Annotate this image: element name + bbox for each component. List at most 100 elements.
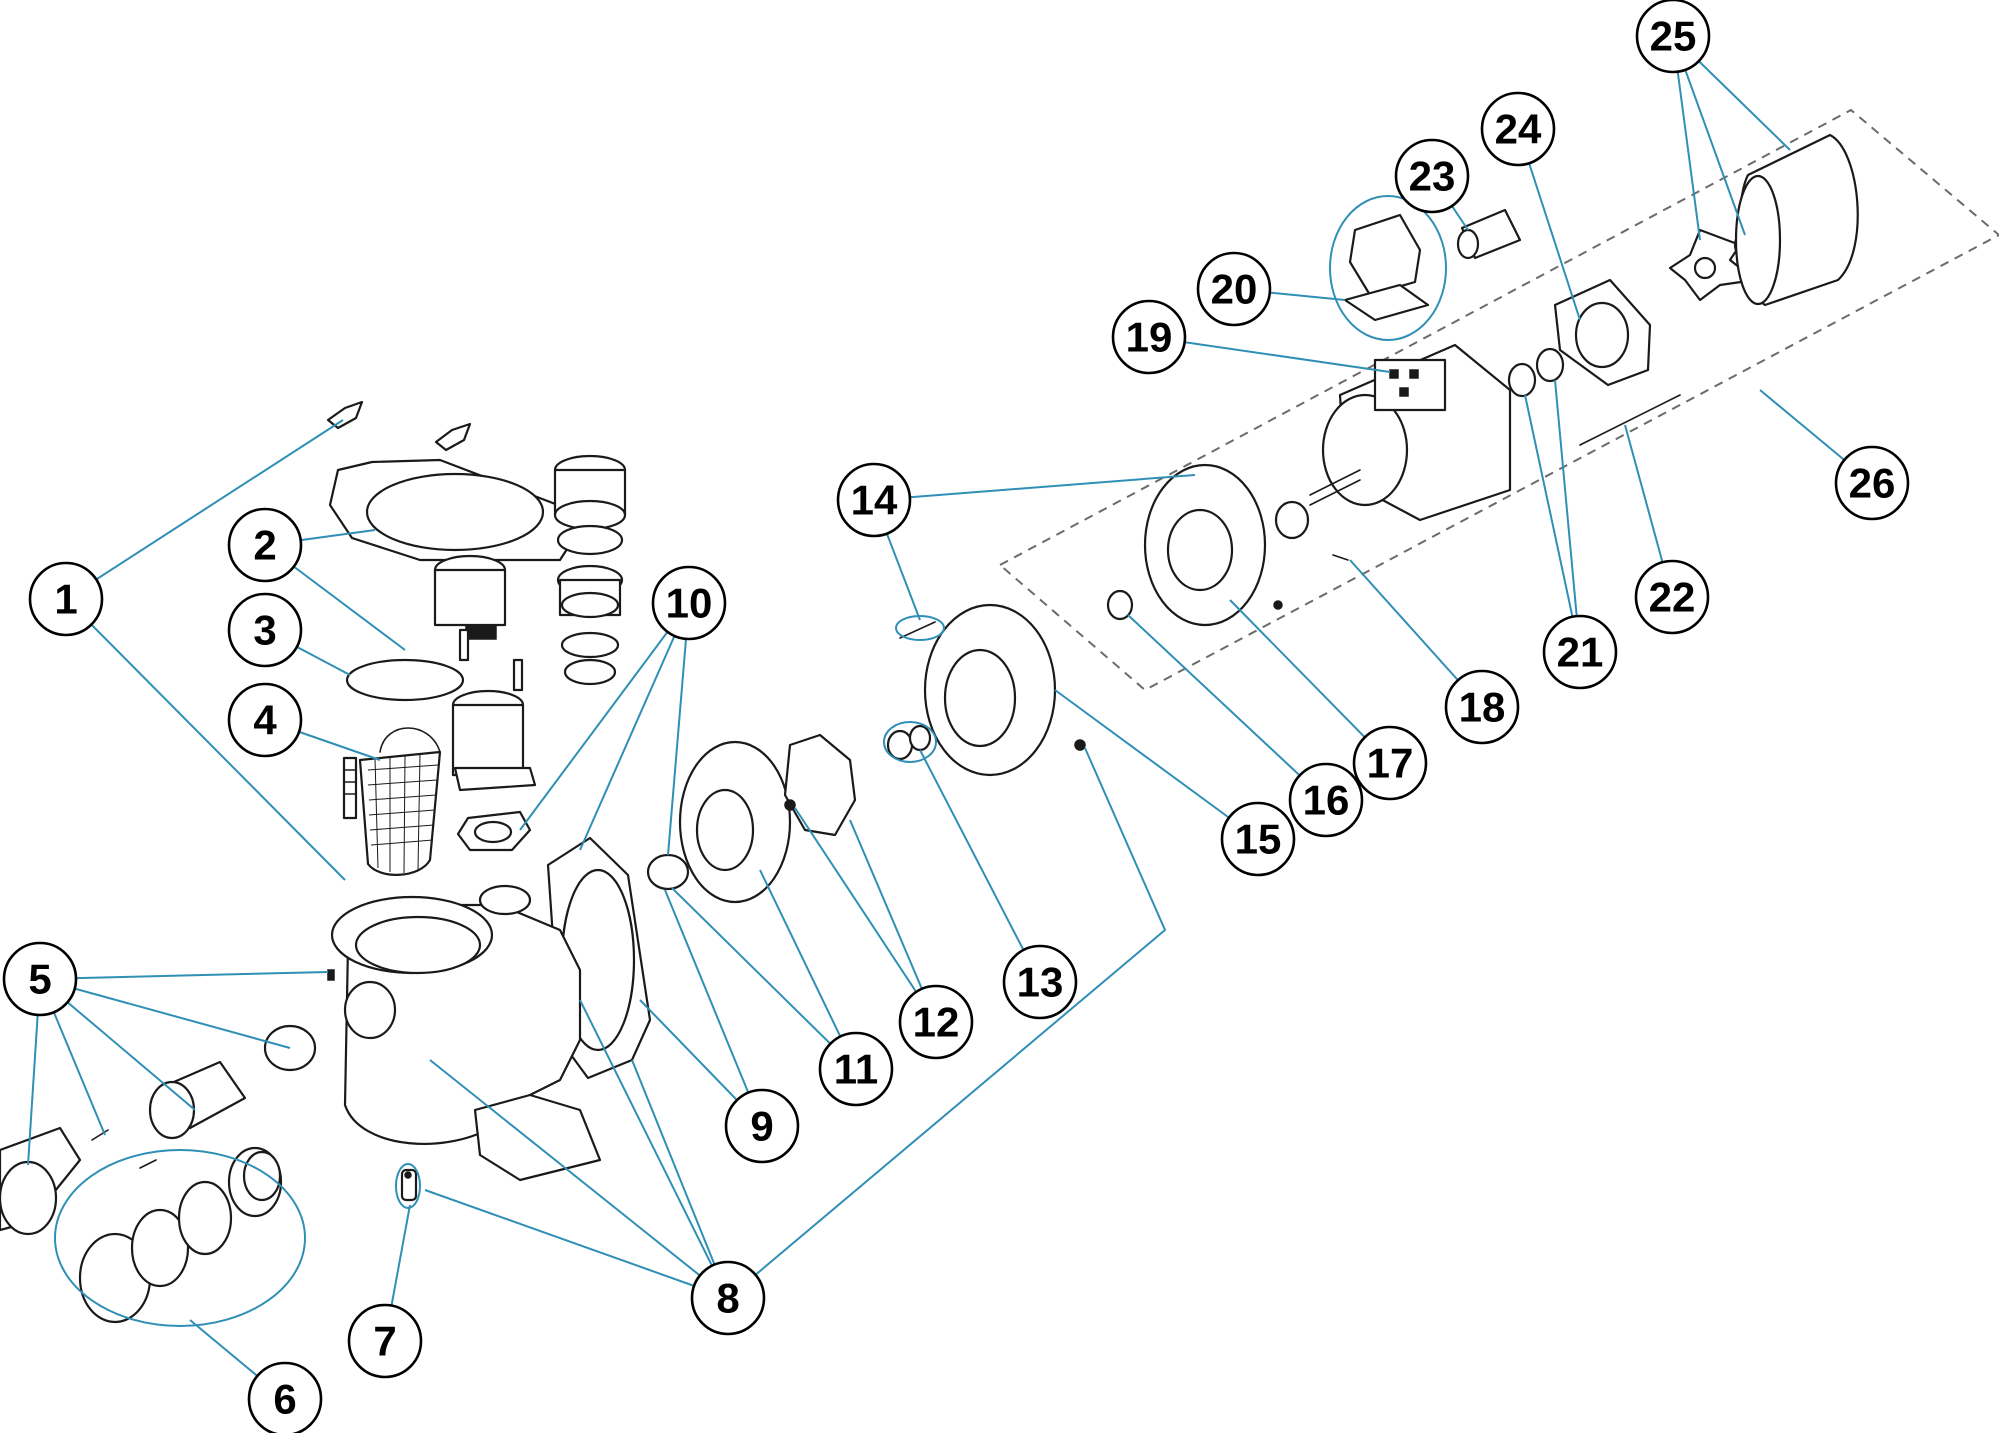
tie-rod-part: [1579, 394, 1681, 446]
callout-26-label: 26: [1849, 460, 1896, 507]
rear-cover-part: [1553, 278, 1652, 387]
ring-drain-7: [395, 1163, 421, 1209]
mechanical-seal-part: [886, 724, 932, 761]
terminal-box-part: [1343, 213, 1430, 322]
leader-line-21: [1554, 379, 1581, 653]
callout-21: 21: [1542, 614, 1618, 690]
callout-17: 17: [1352, 725, 1428, 801]
callout-9-label: 9: [750, 1103, 773, 1150]
callout-9: 9: [724, 1088, 800, 1164]
callout-5-label: 5: [28, 956, 51, 1003]
callout-22: 22: [1634, 559, 1710, 635]
callout-25-label: 25: [1650, 13, 1697, 60]
leader-line-11: [671, 887, 857, 1070]
leader-line-5: [39, 978, 291, 1049]
leader-line-16: [1127, 614, 1327, 801]
leader-line-10: [519, 602, 690, 831]
callout-2: 2: [227, 507, 303, 583]
callout-14: 14: [836, 462, 912, 538]
callout-11-label: 11: [834, 1046, 878, 1093]
shaft-seal-part: [1106, 589, 1134, 621]
shaft-key-part: [1332, 554, 1349, 561]
callout-5: 5: [2, 941, 78, 1017]
leader-line-19: [1148, 336, 1391, 373]
callout-6: 6: [247, 1361, 323, 1433]
callout-15: 15: [1220, 801, 1296, 877]
diffuser-part: [678, 740, 792, 904]
diffuser-oring-part: [646, 853, 690, 891]
callout-17-label: 17: [1367, 740, 1414, 787]
leader-line-5: [39, 971, 329, 980]
drain-plug-part: [400, 1168, 418, 1202]
callout-3-label: 3: [253, 607, 276, 654]
callout-7: 7: [347, 1303, 423, 1379]
capacitor-part: [1456, 208, 1522, 260]
wing-nut-part: [326, 400, 472, 820]
leader-line-9: [664, 889, 763, 1127]
lid-oring-part: [345, 658, 465, 702]
leader-line-8: [429, 1059, 729, 1299]
callout-13: 13: [1002, 944, 1078, 1020]
rear-bearings-part: [1507, 347, 1565, 398]
callout-24-label: 24: [1495, 106, 1542, 153]
leader-line-15: [1054, 689, 1259, 840]
motor-flange-part: [1143, 463, 1283, 627]
callout-13-label: 13: [1017, 959, 1064, 1006]
leader-line-8: [424, 1189, 729, 1299]
leader-line-12: [794, 807, 937, 1023]
callout-12-label: 12: [913, 999, 960, 1046]
leader-line-13: [919, 749, 1041, 983]
ring-union-6: [54, 1149, 306, 1327]
pump-body-part: [327, 884, 602, 1182]
callout-21-label: 21: [1557, 629, 1604, 676]
callout-16-label: 16: [1303, 777, 1350, 824]
fan-cover-part: [1734, 133, 1859, 307]
strainer-basket-part: [358, 727, 442, 876]
callout-8-label: 8: [716, 1275, 739, 1322]
flange-gasket-part: [456, 810, 532, 852]
leader-line-8: [631, 1059, 729, 1299]
callout-12: 12: [898, 984, 974, 1060]
callout-19: 19: [1111, 299, 1187, 375]
callout-25: 25: [1635, 0, 1711, 74]
callout-15-label: 15: [1235, 816, 1282, 863]
callout-3: 3: [227, 592, 303, 668]
motor-assembly-boundary: [998, 108, 1999, 692]
strainer-lid-part: [328, 458, 580, 562]
impeller-part: [783, 733, 857, 837]
leader-line-1: [65, 419, 344, 600]
leader-line-8: [727, 747, 1167, 1299]
leader-line-10: [579, 602, 690, 851]
front-bearing-part: [1274, 500, 1310, 540]
callout-19-label: 19: [1126, 314, 1173, 361]
leader-line-17: [1229, 599, 1391, 764]
ring-terminal-20: [1329, 195, 1447, 341]
callout-14-label: 14: [851, 477, 898, 524]
seal-plate-part: [923, 603, 1086, 777]
leader-line-21: [1524, 394, 1581, 653]
callout-24: 24: [1480, 91, 1556, 167]
callout-6-label: 6: [273, 1376, 296, 1423]
callout-1-label: 1: [54, 576, 77, 623]
callout-7-label: 7: [373, 1318, 396, 1365]
leader-line-1: [65, 598, 346, 881]
leader-line-14: [873, 474, 1196, 501]
callout-23: 23: [1394, 138, 1470, 214]
union-fittings-upper: [433, 454, 627, 792]
leader-line-10: [667, 602, 690, 856]
motor-housing-part: [1309, 343, 1512, 522]
ring-seal-13: [883, 721, 937, 763]
callout-8: 8: [690, 1260, 766, 1336]
callout-20: 20: [1196, 251, 1272, 327]
callout-11: 11: [818, 1031, 894, 1107]
callout-4-label: 4: [253, 697, 277, 744]
callout-22-label: 22: [1649, 574, 1696, 621]
callout-1: 1: [28, 561, 104, 637]
callout-20-label: 20: [1211, 266, 1258, 313]
ring-bolt-14: [895, 615, 945, 641]
callout-2-label: 2: [253, 522, 276, 569]
callout-16: 16: [1288, 762, 1364, 838]
callout-10-label: 10: [666, 580, 713, 627]
callout-4: 4: [227, 682, 303, 758]
